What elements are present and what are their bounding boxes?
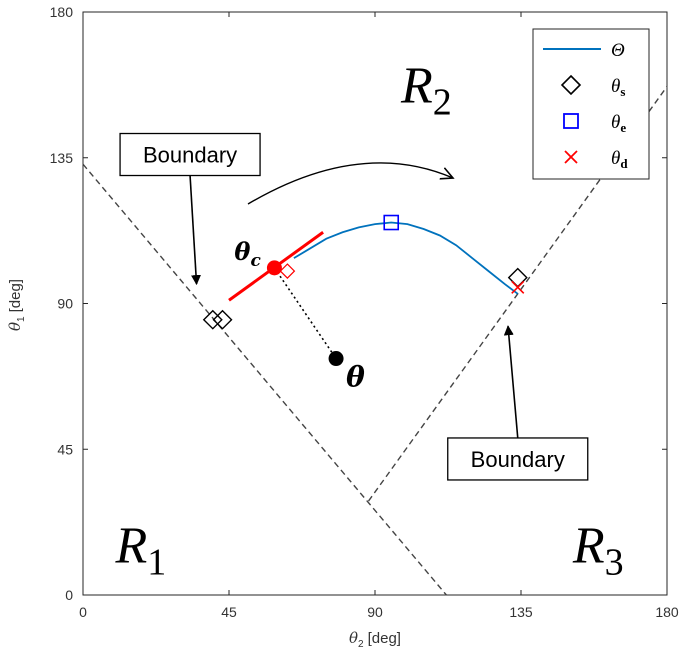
y-tick-label: 180 [50,4,74,20]
region-subscript: 1 [147,542,166,584]
legend-label: θe [611,112,626,135]
boundary-arrow [189,175,202,286]
region-letter: R [572,518,605,575]
marker-layer [202,214,528,367]
y-axis-ticks: 0 45 90 135 180 [50,4,667,603]
legend-x-stroke-2 [564,150,578,164]
boundary-box [447,437,589,481]
transition-arrow [247,162,453,205]
theta-d-stroke-2 [511,280,525,294]
x-tick-label: 45 [221,604,237,620]
legend-entry-s: θs [560,74,625,99]
boundary-box [119,132,261,177]
boundary-callout-1: Boundary [119,132,261,286]
theta-s-marker [202,309,223,330]
legend-diamond-swatch [560,74,582,96]
series-line-Theta [293,221,519,295]
legend-label-sub: d [620,156,628,171]
y-axis-label-symbol: θ [6,322,24,331]
legend-label: θs [611,76,625,99]
x-tick-label: 135 [509,604,533,620]
region-label-R3: R3 [572,518,624,584]
boundary-text: Boundary [471,447,565,472]
y-tick-label: 90 [57,296,73,312]
boundary-callout-2: Boundary [447,325,589,481]
x-tick-label: 0 [79,604,87,620]
x-axis-label: θ2 [deg] [349,629,401,650]
region-label-R2: R2 [400,58,452,124]
x-tick-label: 180 [655,604,679,620]
theta-d-marker [511,280,525,294]
boundary-arrow [503,325,519,439]
theta-c-label-sub: c [250,251,261,271]
legend-entry-Theta: Θ [543,40,625,61]
legend-entry-d: θd [564,148,628,171]
projection-line [273,267,337,360]
theta-c-label: θc [234,237,261,271]
legend-square-swatch [563,113,579,129]
annotations: θcθ [234,237,365,394]
x-axis-ticks: 0 45 90 135 180 [79,12,679,620]
y-tick-label: 135 [50,150,74,166]
y-tick-label: 45 [57,441,73,457]
region-subscript: 2 [433,82,452,124]
boundary-line-1 [82,163,447,596]
y-tick-label: 0 [65,587,73,603]
theta-label: θ [346,361,365,394]
legend-entry-e: θe [563,112,626,135]
region-label-R1: R1 [114,518,166,584]
theta-e-marker [383,214,400,231]
legend-label-sub: e [620,120,626,135]
y-axis-label: θ1 [deg] [6,279,27,331]
theta-c-diamond [279,263,296,279]
legend-box [532,28,650,180]
legend-label: Θ [611,40,625,61]
theta-s-marker [212,309,233,330]
theta-c-label-symbol: θ [234,237,250,266]
theta-c-point [266,260,282,276]
x-axis-label-sub: 2 [358,639,364,650]
boundary-text: Boundary [143,143,237,168]
legend-label-symbol: Θ [611,40,625,61]
legend-label-sub: s [620,84,625,99]
y-axis-label-sub: 1 [16,316,27,322]
legend-label-symbol: θ [611,148,620,169]
legend-label-symbol: θ [611,112,620,133]
region-letter: R [114,518,147,575]
region-letter: R [400,58,433,115]
x-axis-label-symbol: θ [349,629,358,647]
x-tick-label: 90 [367,604,383,620]
legend-label: θd [611,148,628,171]
x-axis-label-unit: [deg] [368,630,401,647]
legend-label-symbol: θ [611,76,620,97]
theta-point [328,351,344,367]
y-axis-label-unit: [deg] [7,279,24,312]
region-subscript: 3 [605,542,624,584]
